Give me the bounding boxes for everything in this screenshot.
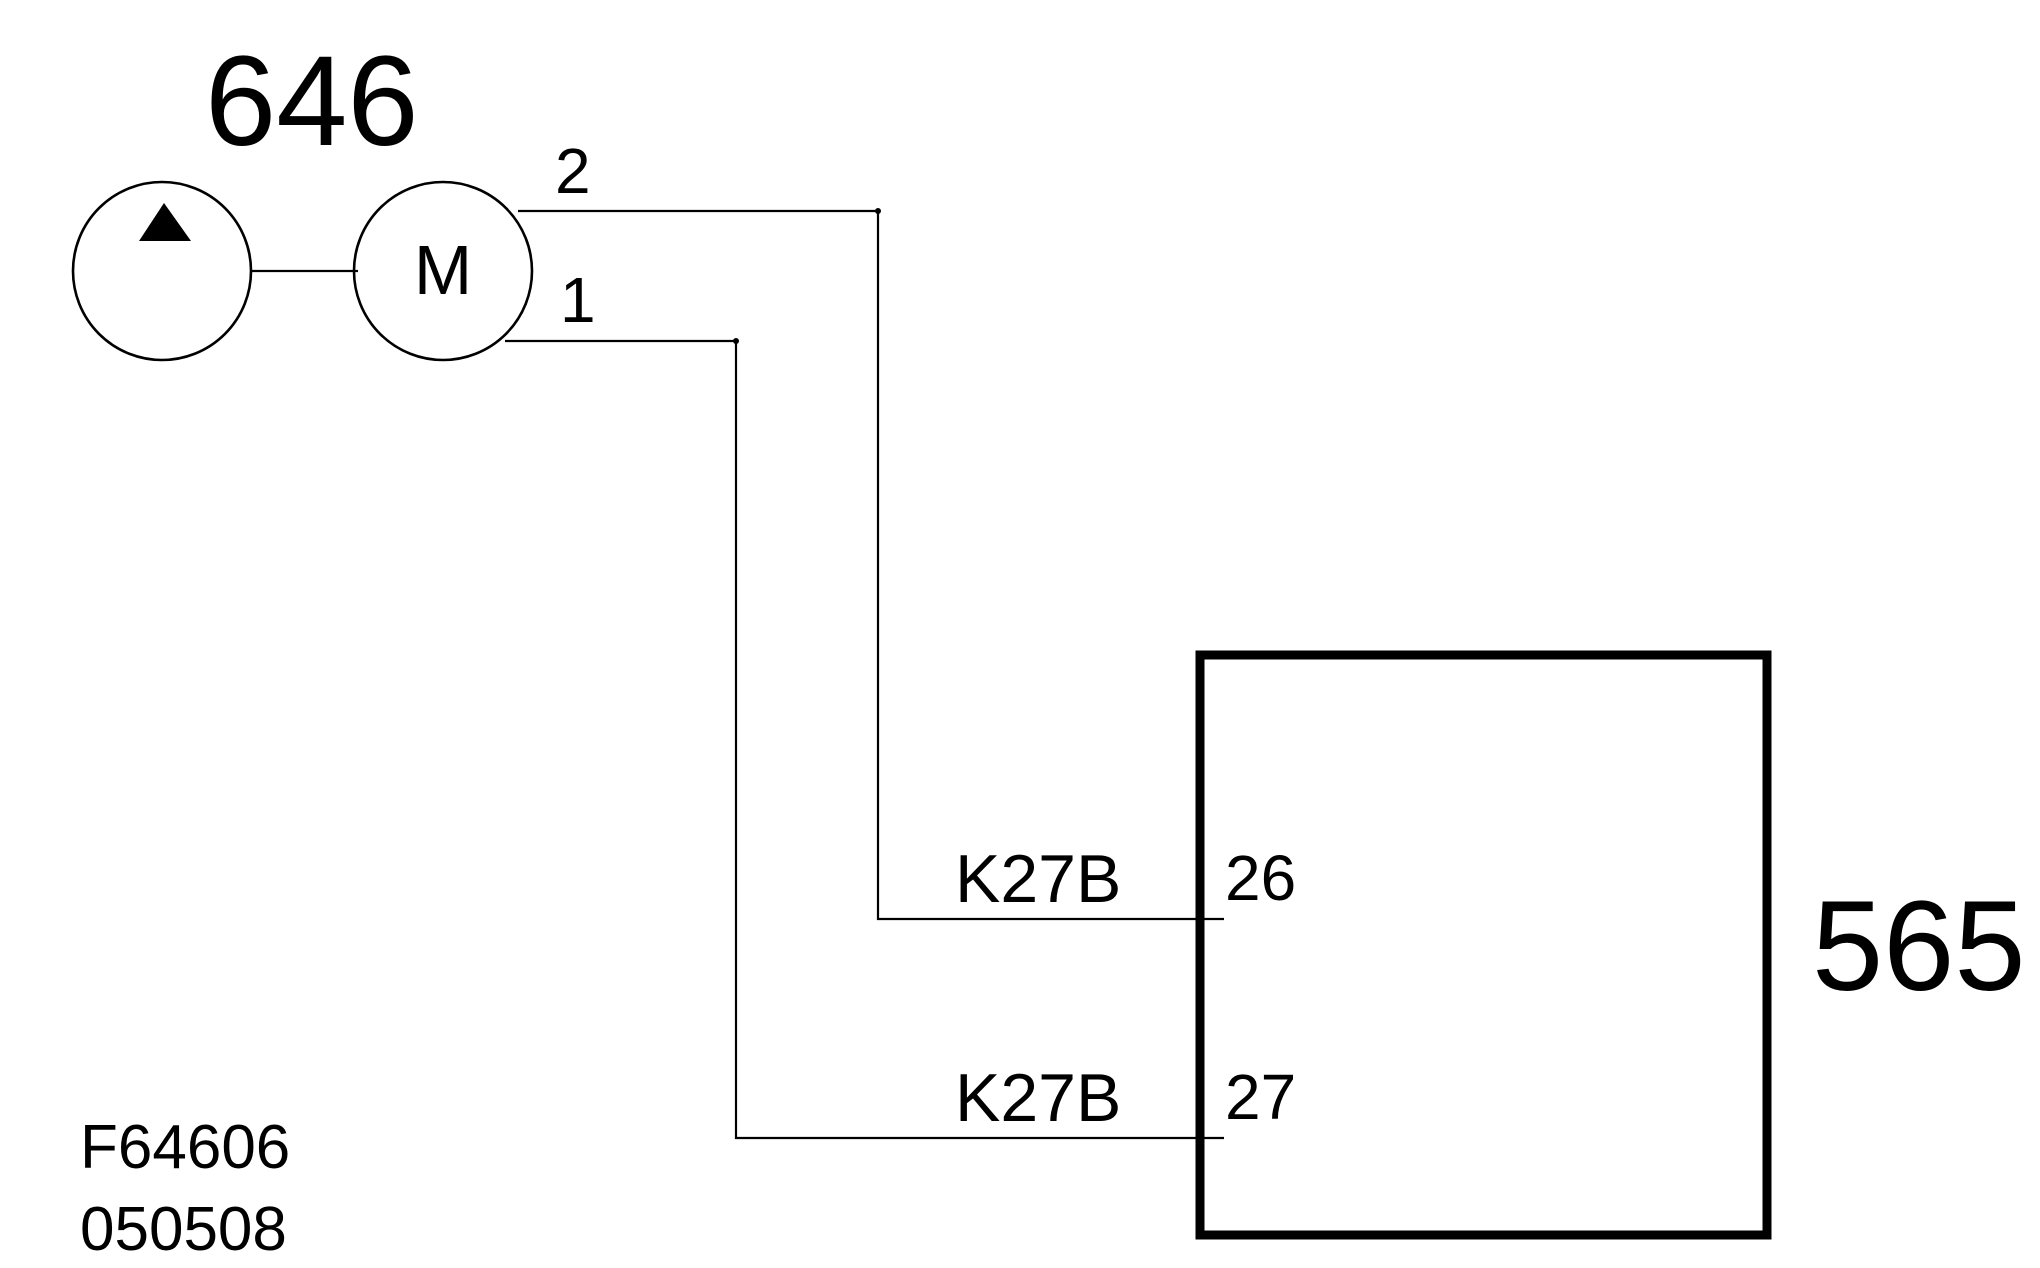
control-unit-box xyxy=(1195,650,1772,1240)
control-unit-pin-26-label: 26 xyxy=(1225,842,1296,914)
drawing-date-label: 050508 xyxy=(80,1195,287,1264)
motor-pin-1-label: 1 xyxy=(560,264,596,336)
motor-circle xyxy=(352,180,534,362)
pump-symbol xyxy=(71,180,253,362)
wire-k27b-pin27 xyxy=(505,339,1224,1140)
drawing-code-label: F64606 xyxy=(80,1113,290,1182)
wire-code-label: K27B xyxy=(955,841,1121,917)
motor-symbol: M xyxy=(352,180,534,362)
triangle-up-icon xyxy=(139,203,191,241)
motor-letter: M xyxy=(414,231,472,309)
component-565-label: 565 xyxy=(1812,875,2026,1018)
wire-bend-node xyxy=(875,208,881,214)
motor-pin-2-label: 2 xyxy=(555,135,591,207)
wire-code-label: K27B xyxy=(955,1060,1121,1136)
component-646-label: 646 xyxy=(205,30,419,173)
wire-k27b-pin26 xyxy=(518,209,1224,921)
control-unit-pin-27-label: 27 xyxy=(1225,1061,1296,1133)
wire-bend-node xyxy=(733,338,739,344)
